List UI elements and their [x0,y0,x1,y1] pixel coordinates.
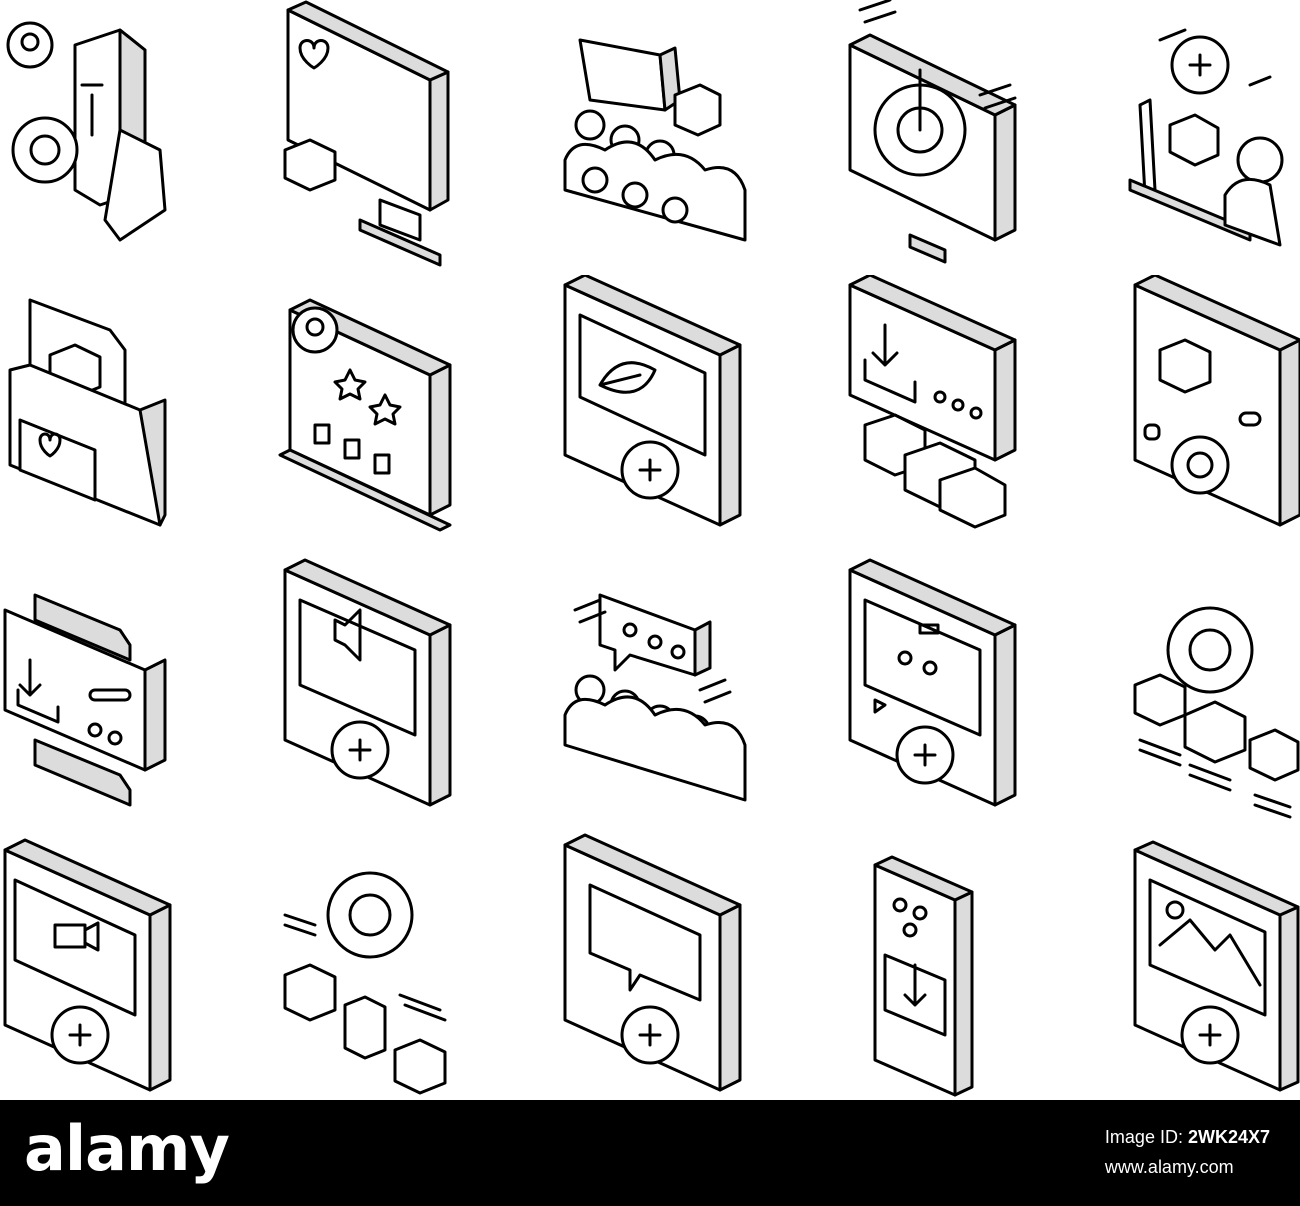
audience-announcement-icon [520,0,780,275]
add-audio-panel-icon [260,550,520,825]
user-network-icon [260,825,520,1100]
rating-laptop-icon [260,275,520,550]
download-folder-icon [0,550,260,825]
footer-info: Image ID: 2WK24X7 www.alamy.com [1105,1122,1270,1182]
image-id-label: Image ID: [1104,1127,1188,1147]
settings-monitor-icon [780,0,1040,275]
audience-chat-icon [520,550,780,825]
add-video-panel-icon [0,825,260,1100]
image-id-line: Image ID: 2WK24X7 [1105,1122,1270,1152]
favorite-monitor-icon [260,0,520,275]
add-image-panel-icon [1040,825,1300,1100]
add-media-player-icon [780,550,1040,825]
add-leaf-media-icon [520,275,780,550]
icon-grid [0,0,1300,1100]
image-id-value: 2WK24X7 [1187,1127,1270,1147]
download-tablet-icon [780,825,1040,1100]
add-comment-panel-icon [520,825,780,1100]
footer-bar: alamy Image ID: 2WK24X7 www.alamy.com [0,1100,1300,1206]
service-tools-icon [0,0,260,275]
box-settings-panel-icon [1040,275,1300,550]
download-player-icon [780,275,1040,550]
alamy-logo: alamy [24,1112,230,1185]
content-network-icon [1040,550,1300,825]
footer-site: www.alamy.com [1104,1157,1234,1177]
favorite-folder-icon [0,275,260,550]
online-course-icon [1040,0,1300,275]
